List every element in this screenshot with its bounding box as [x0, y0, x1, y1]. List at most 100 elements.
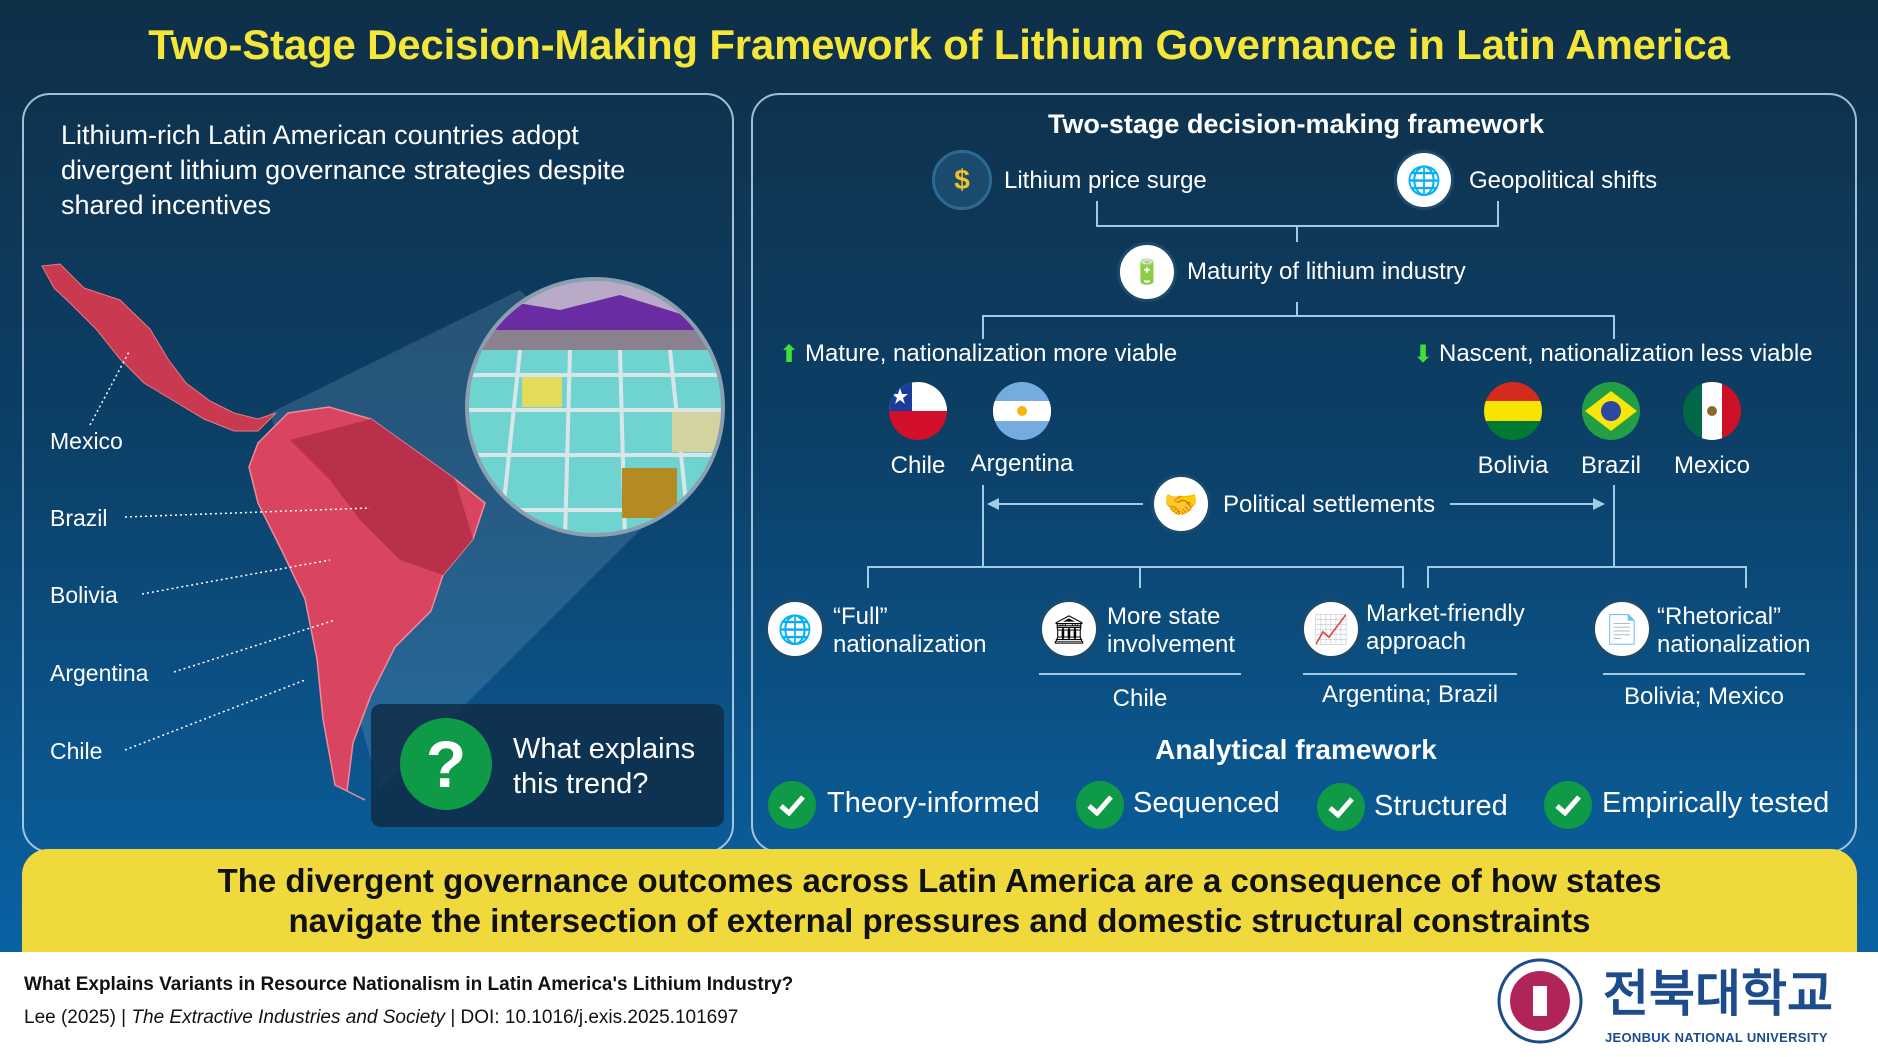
- connector: [1139, 566, 1141, 588]
- globe-document-icon: 📄: [1592, 599, 1652, 659]
- citation-author: Lee (2025) |: [24, 1007, 132, 1028]
- connector: [1402, 566, 1404, 588]
- latin-america-map: [41, 263, 725, 801]
- bolivia-flag-icon: [1484, 382, 1542, 440]
- outcome-line: “Full”: [833, 603, 888, 630]
- university-logo-english: JEONBUK NATIONAL UNIVERSITY: [1605, 1030, 1828, 1045]
- brazil-flag-icon: [1582, 382, 1640, 440]
- rising-chart-icon: 📈: [1301, 599, 1361, 659]
- globe-warning-icon: 🌐: [1394, 150, 1454, 210]
- outcome-line: “Rhetorical”: [1657, 603, 1782, 630]
- analytical-heading: Analytical framework: [1155, 734, 1437, 765]
- question-text: What explains this trend?: [513, 732, 695, 802]
- cases-market-friendly: Argentina; Brazil: [1321, 681, 1499, 708]
- connector: [1613, 485, 1615, 567]
- branch-mature: Mature, nationalization more viable: [805, 340, 1178, 367]
- conclusion-banner: The divergent governance outcomes across…: [22, 849, 1857, 952]
- government-building-icon: 🏛: [1039, 599, 1099, 659]
- intro-line: divergent lithium governance strategies …: [61, 155, 626, 185]
- outcome-line: More state: [1107, 603, 1221, 630]
- outcome-line: nationalization: [833, 631, 987, 658]
- map-label-bolivia: Bolivia: [50, 582, 118, 608]
- arrow-down-icon: ⬇: [1413, 341, 1434, 368]
- driver-geopolitics: Geopolitical shifts: [1469, 167, 1658, 194]
- connector: [1296, 302, 1298, 317]
- check-icon: [768, 781, 816, 829]
- map-leader-lines: [89, 349, 371, 751]
- country-mexico: Mexico: [1673, 452, 1751, 479]
- paper-title: What Explains Variants in Resource Natio…: [24, 974, 794, 995]
- handshake-documents-icon: 🤝: [1151, 474, 1211, 534]
- university-seal-logo: [1497, 958, 1583, 1044]
- criterion-empirically-tested: Empirically tested: [1602, 787, 1830, 819]
- settlements-label: Political settlements: [1223, 491, 1436, 518]
- connector: [1745, 566, 1747, 588]
- university-logo-korean: 전북대학교: [1603, 966, 1833, 1022]
- connector: [982, 485, 984, 567]
- cases-rhetorical: Bolivia; Mexico: [1623, 683, 1785, 710]
- mexico-flag-icon: [1683, 382, 1741, 440]
- citation-journal[interactable]: The Extractive Industries and Society: [131, 1007, 446, 1028]
- criterion-structured: Structured: [1374, 790, 1508, 822]
- check-icon: [1544, 781, 1592, 829]
- map-mexico-central-america: [41, 263, 277, 432]
- map-label-chile: Chile: [50, 738, 103, 764]
- criterion-sequenced: Sequenced: [1133, 787, 1280, 819]
- criterion-theory-informed: Theory-informed: [827, 787, 1040, 819]
- country-chile: Chile: [890, 452, 946, 479]
- cases-state-involvement: Chile: [1112, 685, 1168, 712]
- map-label-argentina: Argentina: [50, 660, 149, 686]
- maturity-label: Maturity of lithium industry: [1187, 258, 1466, 285]
- page-title: Two-Stage Decision-Making Framework of L…: [148, 21, 1730, 68]
- connector: [1096, 201, 1098, 227]
- map-label-brazil: Brazil: [50, 505, 108, 531]
- connector: [1296, 225, 1298, 242]
- divider: [1603, 673, 1805, 675]
- country-argentina: Argentina: [970, 450, 1074, 477]
- outcome-full-nationalization: “Full”nationalization: [833, 603, 986, 659]
- country-bolivia: Bolivia: [1477, 452, 1549, 479]
- dollar-up-arrow-icon: $: [932, 150, 992, 210]
- question-line: What explains: [513, 733, 696, 765]
- connector: [982, 315, 1615, 317]
- conclusion-line: navigate the intersection of external pr…: [288, 902, 1591, 939]
- divider: [1303, 673, 1517, 675]
- conclusion-line: The divergent governance outcomes across…: [217, 862, 1662, 899]
- arrow-up-icon: ⬆: [779, 341, 800, 368]
- intro-line: shared incentives: [61, 190, 272, 220]
- outcome-line: approach: [1366, 628, 1467, 655]
- citation-doi[interactable]: | DOI: 10.1016/j.exis.2025.101697: [445, 1007, 739, 1028]
- check-icon: [1317, 783, 1365, 831]
- question-mark-icon: ?: [400, 718, 492, 810]
- citation: Lee (2025) | The Extractive Industries a…: [24, 1007, 738, 1029]
- intro-text: Lithium-rich Latin American countries ad…: [61, 118, 625, 223]
- connector: [1497, 201, 1499, 227]
- outcome-line: involvement: [1107, 631, 1236, 658]
- outcome-line: Market-friendly: [1366, 600, 1525, 627]
- battery-icon: 🔋: [1117, 242, 1177, 302]
- map-brazil: [290, 419, 473, 575]
- chile-flag-icon: [889, 382, 947, 440]
- framework-heading: Two-stage decision-making framework: [1047, 109, 1545, 139]
- connector: [1427, 566, 1747, 568]
- country-brazil: Brazil: [1580, 452, 1641, 479]
- map-label-mexico: Mexico: [50, 428, 123, 454]
- connector: [867, 566, 1404, 568]
- connector: [867, 566, 869, 588]
- divider: [1039, 673, 1241, 675]
- connector: [982, 315, 984, 339]
- driver-price: Lithium price surge: [1004, 167, 1207, 194]
- argentina-flag-icon: [993, 382, 1051, 440]
- connector: [1427, 566, 1429, 588]
- globe-flag-icon: 🌐: [765, 599, 825, 659]
- branch-nascent: Nascent, nationalization less viable: [1439, 340, 1813, 367]
- settlement-arrows: [987, 498, 1605, 510]
- check-icon: [1076, 781, 1124, 829]
- connector: [1613, 315, 1615, 339]
- question-line: this trend?: [513, 768, 649, 800]
- intro-line: Lithium-rich Latin American countries ad…: [61, 120, 579, 150]
- outcome-line: nationalization: [1657, 631, 1811, 658]
- outcome-rhetorical-nationalization: “Rhetorical”nationalization: [1657, 603, 1810, 659]
